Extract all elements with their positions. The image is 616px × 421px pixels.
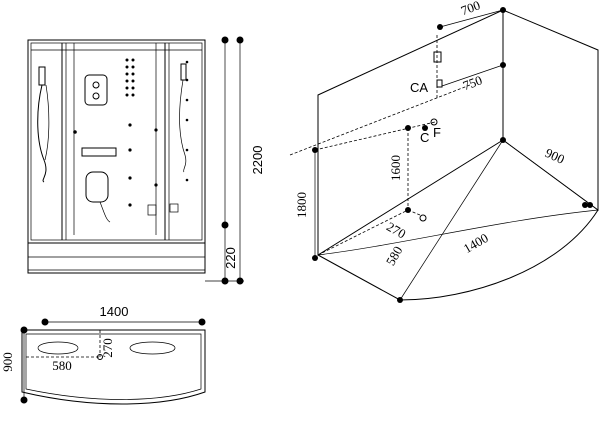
- label-ca: CA: [410, 80, 428, 95]
- dim-top-width: 1400: [100, 304, 129, 319]
- dim-iso-width: 1400: [461, 230, 491, 256]
- dim-iso-depth: 900: [543, 145, 567, 167]
- dim-top-drain-y: 270: [100, 338, 115, 358]
- dim-iso-drain-y: 270: [384, 219, 408, 242]
- dim-height-base: 220: [223, 247, 238, 269]
- dim-iso-height-wall: 1800: [294, 192, 309, 218]
- dim-iso-drain-x: 580: [383, 244, 406, 268]
- dim-top-drain-x: 580: [52, 358, 72, 373]
- label-c: C: [420, 130, 429, 145]
- iso-view: 700 CA 750 C F 900 1800 1600 O 270 580: [289, 0, 599, 303]
- dim-iso-height-supply: 1600: [388, 155, 403, 181]
- dim-iso-back-width: 700: [459, 0, 482, 18]
- front-view: 2200 220: [27, 36, 265, 285]
- dim-height-total: 2200: [250, 146, 265, 175]
- dim-top-depth: 900: [0, 352, 15, 372]
- label-f: F: [433, 125, 441, 140]
- top-view: 1400 900 580 270: [0, 304, 206, 405]
- dim-iso-ca-offset: 750: [461, 72, 484, 93]
